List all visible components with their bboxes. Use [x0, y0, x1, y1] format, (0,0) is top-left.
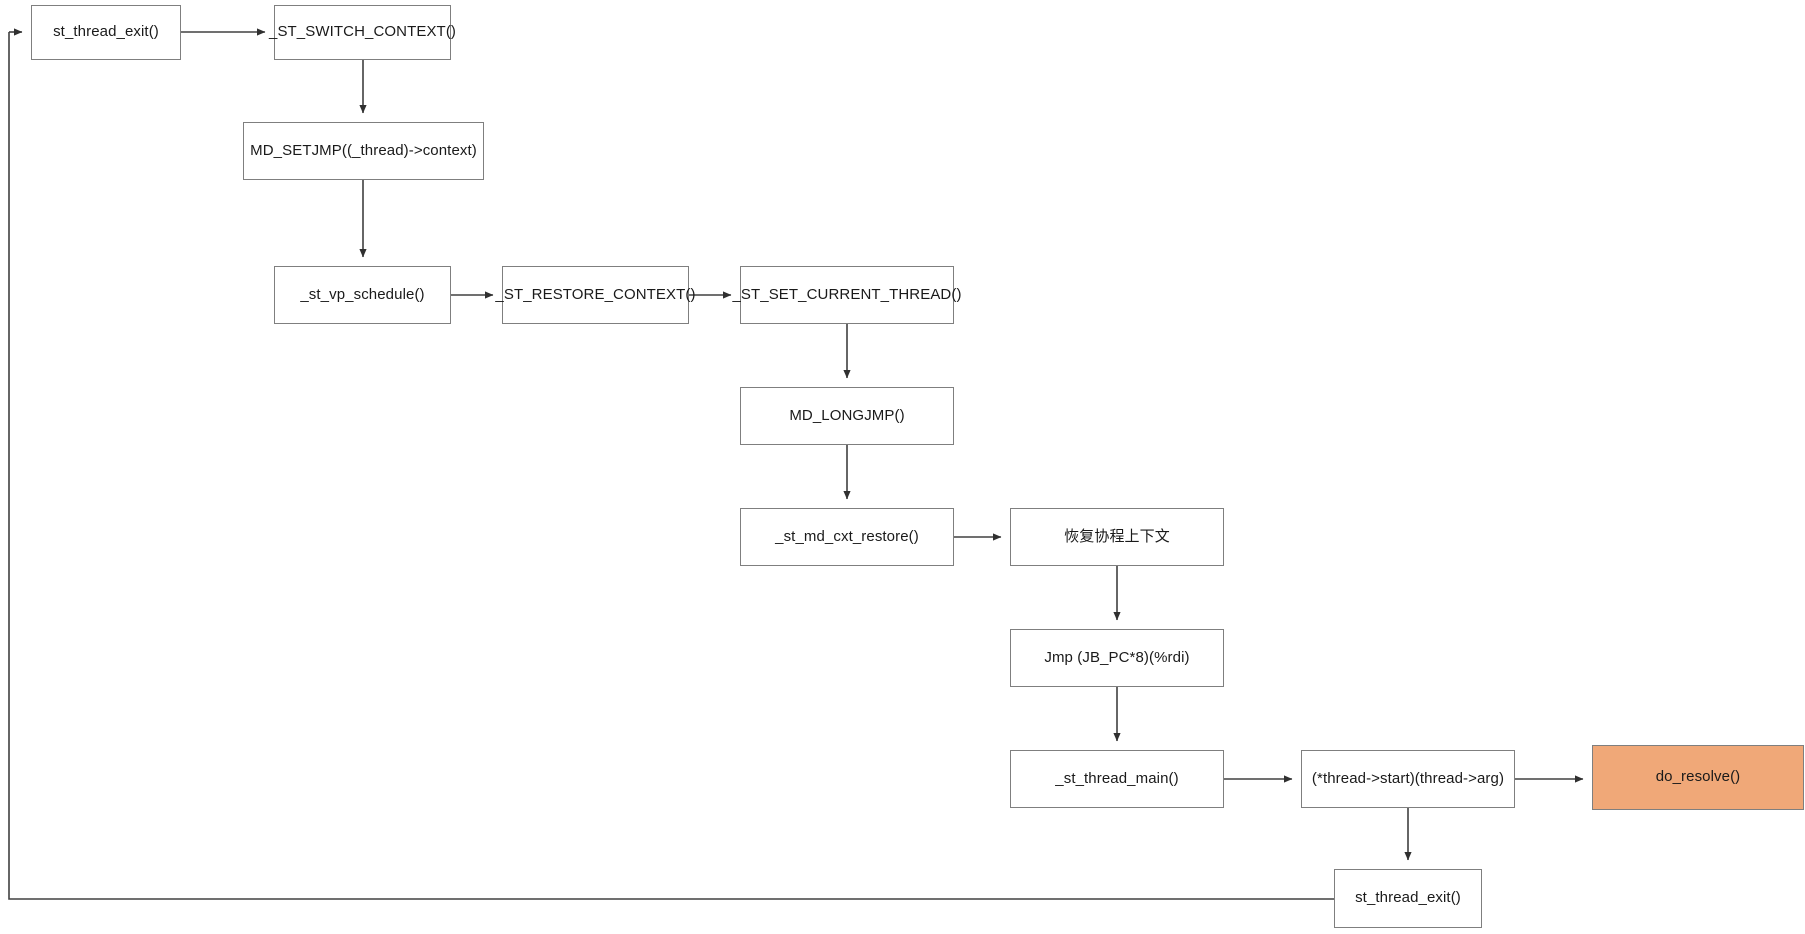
node-label: (*thread->start)(thread->arg) — [1311, 769, 1505, 787]
node-restore-coroutine-context[interactable]: 恢复协程上下文 — [1010, 508, 1224, 566]
node-label: Jmp (JB_PC*8)(%rdi) — [1044, 648, 1190, 666]
node-st-thread-exit-top[interactable]: st_thread_exit() — [31, 5, 181, 60]
node-st-md-cxt-restore[interactable]: _st_md_cxt_restore() — [740, 508, 954, 566]
node-label: 恢复协程上下文 — [1064, 527, 1170, 545]
node-label: _ST_SET_CURRENT_THREAD() — [732, 285, 962, 303]
node-st-thread-main[interactable]: _st_thread_main() — [1010, 750, 1224, 808]
node-label: _ST_SWITCH_CONTEXT() — [269, 23, 457, 41]
node-st-vp-schedule[interactable]: _st_vp_schedule() — [274, 266, 451, 324]
node-label: _st_vp_schedule() — [300, 285, 425, 303]
node-label: do_resolve() — [1655, 768, 1741, 786]
node-label: st_thread_exit() — [1355, 889, 1461, 907]
node-label: _st_md_cxt_restore() — [775, 527, 919, 545]
node-st-restore-context[interactable]: _ST_RESTORE_CONTEXT() — [495, 266, 696, 324]
node-label: _ST_RESTORE_CONTEXT() — [495, 285, 696, 303]
node-md-setjmp[interactable]: MD_SETJMP((_thread)->context) — [243, 122, 484, 180]
node-st-set-current-thread[interactable]: _ST_SET_CURRENT_THREAD() — [732, 266, 961, 324]
node-jmp-jbpc[interactable]: Jmp (JB_PC*8)(%rdi) — [1010, 629, 1224, 687]
node-md-longjmp[interactable]: MD_LONGJMP() — [740, 387, 954, 445]
node-st-thread-exit-bottom[interactable]: st_thread_exit() — [1334, 869, 1482, 928]
node-label: MD_LONGJMP() — [789, 406, 905, 424]
node-do-resolve[interactable]: do_resolve() — [1592, 745, 1804, 810]
node-thread-start-call[interactable]: (*thread->start)(thread->arg) — [1301, 750, 1515, 808]
node-label: _st_thread_main() — [1055, 769, 1179, 787]
node-label: MD_SETJMP((_thread)->context) — [250, 141, 477, 159]
node-st-switch-context[interactable]: _ST_SWITCH_CONTEXT() — [269, 5, 456, 60]
node-label: st_thread_exit() — [53, 23, 159, 41]
